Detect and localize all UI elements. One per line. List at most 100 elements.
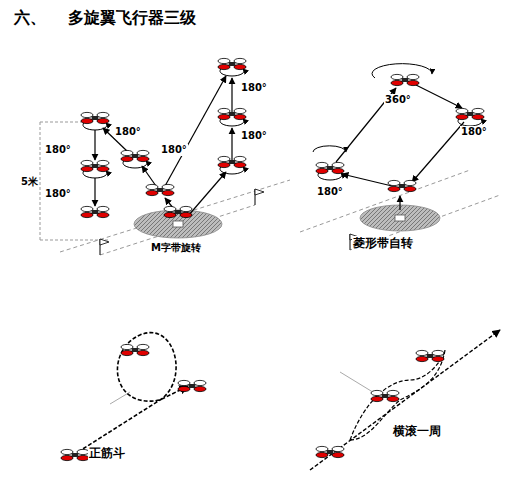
flight-path [399, 196, 400, 210]
rotation-arrow [220, 167, 244, 174]
drone-icon [416, 350, 444, 361]
rotor [97, 160, 109, 165]
rotor [164, 206, 176, 211]
rotor [81, 206, 93, 211]
rotation-arrow [220, 69, 244, 76]
flight-path [310, 330, 500, 470]
rotation-arrow [83, 123, 107, 130]
rotor [121, 150, 133, 155]
guide-line [100, 205, 255, 255]
rotation-arrow [313, 146, 346, 152]
rotor [146, 184, 158, 189]
rotor [121, 344, 133, 349]
rotor [432, 350, 444, 355]
drone-body [402, 78, 408, 82]
rotor [472, 108, 484, 113]
rotation-arrow [458, 119, 482, 126]
drone-icon [456, 108, 484, 119]
rotor [234, 156, 246, 161]
drone-icon [316, 446, 344, 457]
figure-layer [40, 58, 500, 470]
flight-path [78, 333, 188, 452]
rotor [137, 350, 149, 355]
figure-label: 180° [160, 144, 188, 156]
rotor [121, 350, 133, 355]
rotor [432, 356, 444, 361]
rotor [404, 180, 416, 185]
flight-path [414, 84, 462, 108]
rotation-arrow [318, 173, 342, 180]
drone-body [229, 160, 235, 164]
drone-icon [121, 344, 149, 355]
rotor [178, 386, 190, 391]
rotor [164, 212, 176, 217]
figure-label: 5米 [20, 176, 39, 188]
flight-path [188, 172, 226, 216]
rotor [234, 114, 246, 119]
rotor [121, 156, 133, 161]
flight-path [350, 350, 445, 440]
drone-body [189, 384, 195, 388]
rotor [137, 344, 149, 349]
rotor [81, 212, 93, 217]
guide-line [350, 195, 500, 250]
rotor [472, 114, 484, 119]
rotor [61, 455, 73, 460]
rotor [416, 356, 428, 361]
flight-path [350, 350, 445, 440]
drone-icon [371, 390, 399, 401]
rotor [97, 112, 109, 117]
figure-label: 正筋斗 [88, 446, 126, 460]
drone-body [132, 348, 138, 352]
rotor [391, 80, 403, 85]
drone-body [92, 164, 98, 168]
rotor [388, 186, 400, 191]
rotation-arrow [123, 161, 147, 168]
drone-body [399, 184, 405, 188]
rotor [387, 396, 399, 401]
rotor [332, 446, 344, 451]
rotor [97, 118, 109, 123]
figure-label: 180° [316, 186, 344, 198]
rotor [81, 112, 93, 117]
figure-label: M字带旋转 [150, 242, 202, 254]
rotor [137, 150, 149, 155]
rotor [387, 390, 399, 395]
rotor [388, 180, 400, 185]
rotor [407, 80, 419, 85]
page-title: 六、 多旋翼飞行器三级 [14, 8, 196, 29]
rotor [456, 114, 468, 119]
flight-path [412, 122, 464, 182]
rotation-arrow [372, 64, 432, 78]
rotor [407, 74, 419, 79]
flight-path [94, 178, 95, 206]
rotor [97, 212, 109, 217]
pad-center [173, 221, 183, 227]
rotor [218, 156, 230, 161]
rotor [316, 446, 328, 451]
drone-body [229, 62, 235, 66]
drone-body [92, 116, 98, 120]
rotor [391, 74, 403, 79]
rotor [456, 108, 468, 113]
rotor [81, 118, 93, 123]
rotor [218, 114, 230, 119]
drone-icon [146, 184, 174, 195]
figure-label: 180° [44, 188, 72, 200]
figure-label: 180° [240, 82, 268, 94]
drone-icon [218, 156, 246, 167]
drone-body [382, 394, 388, 398]
rotor [97, 166, 109, 171]
drone-body [327, 166, 333, 170]
figure-label: 180° [44, 144, 72, 156]
rotor [180, 212, 192, 217]
drone-body [427, 354, 433, 358]
figure-label: 360° [384, 94, 412, 106]
figure-label: 菱形带自转 [352, 236, 414, 250]
drone-icon [61, 449, 89, 460]
rotor [371, 396, 383, 401]
rotor [162, 190, 174, 195]
rotor [404, 186, 416, 191]
guide-line [110, 392, 130, 404]
rotor [218, 162, 230, 167]
